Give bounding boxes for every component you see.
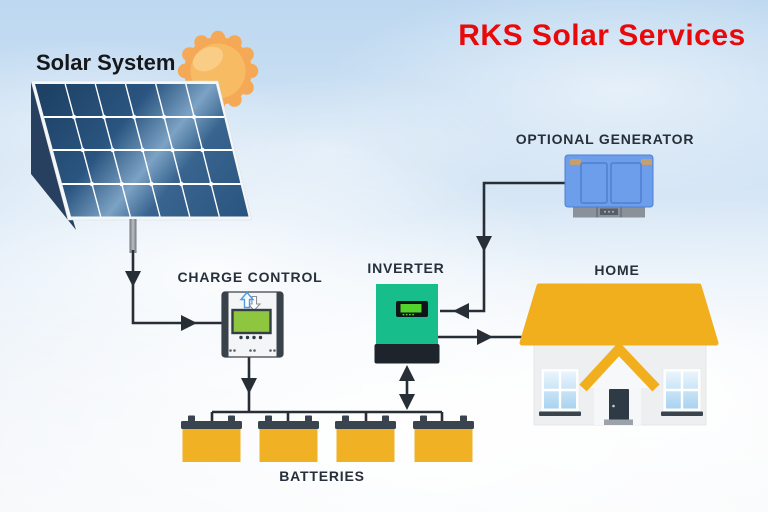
inverter-icon (374, 284, 440, 364)
battery (181, 415, 242, 462)
controller-screen (231, 308, 272, 335)
batteries-label: BATTERIES (279, 468, 365, 484)
solar-panel-icon (30, 80, 253, 253)
inverter-label: INVERTER (367, 260, 445, 276)
solar-system-label: Solar System (36, 50, 176, 75)
generator-icon (564, 154, 654, 218)
battery (335, 415, 396, 462)
flow-arrowheads (125, 236, 493, 410)
window-left (539, 368, 581, 416)
home-icon (519, 283, 719, 426)
porch-gable (579, 344, 660, 392)
charge-control-label: CHARGE CONTROL (177, 269, 323, 285)
battery (258, 415, 319, 462)
battery (413, 415, 474, 462)
brand-title: RKS Solar Services (458, 19, 746, 52)
home-label: HOME (594, 262, 640, 278)
window-right (661, 368, 703, 416)
batteries-icon (181, 415, 474, 462)
up-arrow-glyph (239, 291, 255, 309)
optional-generator-label: OPTIONAL GENERATOR (515, 131, 695, 147)
charge-controller-icon (221, 291, 284, 358)
roof (519, 283, 719, 346)
door (609, 389, 629, 420)
panel-pole (129, 219, 137, 253)
